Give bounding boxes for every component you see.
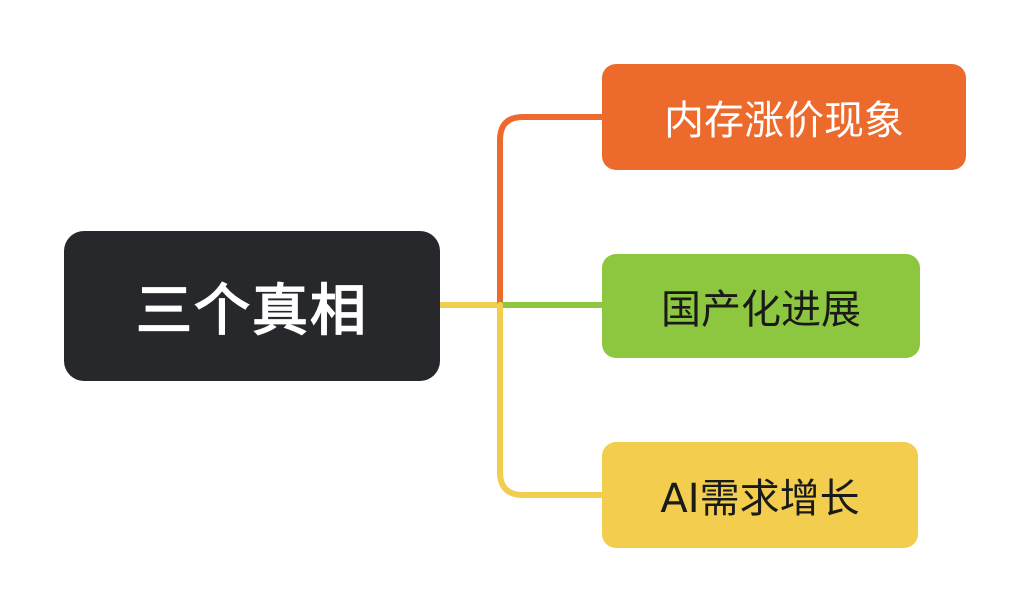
root-node-label: 三个真相	[136, 278, 368, 344]
connector-branch-3	[497, 302, 605, 498]
connector-branch-1	[497, 114, 605, 308]
branch-node-label: AI需求增长	[660, 476, 860, 522]
branch-node-label: 内存涨价现象	[664, 98, 904, 144]
branch-node-domestic-progress[interactable]: 国产化进展	[602, 254, 920, 358]
branch-node-ai-demand[interactable]: AI需求增长	[602, 442, 918, 548]
branch-node-label: 国产化进展	[661, 287, 861, 333]
branch-node-memory-price[interactable]: 内存涨价现象	[602, 64, 966, 170]
root-node[interactable]: 三个真相	[64, 231, 440, 381]
